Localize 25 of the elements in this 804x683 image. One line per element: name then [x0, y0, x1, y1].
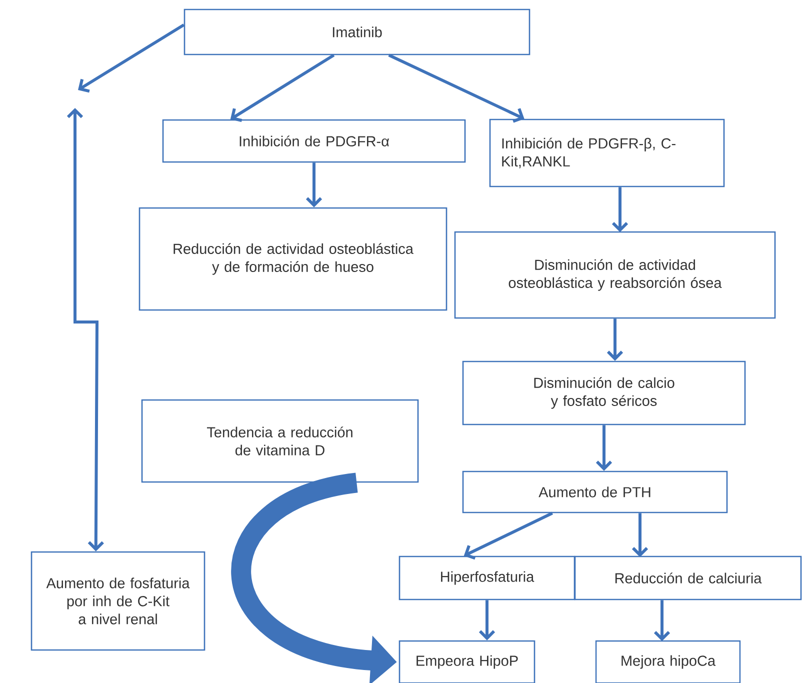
arrow — [612, 187, 628, 232]
process-box: Disminución de actividad osteoblástica y reabsorción ósea — [454, 231, 776, 319]
process-box: Reducción de calciuria — [574, 556, 802, 600]
arrow — [606, 318, 624, 361]
arrow — [596, 425, 612, 471]
process-box: Tendencia a reducción de vitamina D — [141, 399, 419, 483]
arrow — [632, 513, 648, 558]
arrow — [478, 600, 496, 640]
arrow — [388, 54, 524, 123]
arrow — [464, 512, 553, 560]
arrow — [306, 162, 322, 208]
process-box: Inhibición de PDGFR-β, C-Kit,RANKL — [489, 118, 725, 188]
process-box: Inhibición de PDGFR-α — [162, 119, 466, 163]
process-box: Hiperfosfaturia — [398, 556, 576, 600]
process-box: Mejora hipoCa — [595, 640, 741, 683]
process-box: Aumento de fosfaturia por inh de C-Kit a nivel renal — [30, 551, 206, 651]
arrow — [654, 600, 670, 642]
process-box: Imatinib — [184, 8, 530, 56]
process-box: Empeora HipoP — [398, 640, 536, 683]
process-box: Disminución de calcio y fosfato séricos — [462, 360, 746, 426]
process-box: Reducción de actividad osteoblástica y de formación de hueso — [138, 207, 448, 311]
arrow — [230, 54, 335, 122]
process-box: Aumento de PTH — [462, 470, 728, 514]
arrow — [78, 24, 185, 93]
arrow — [66, 108, 104, 552]
